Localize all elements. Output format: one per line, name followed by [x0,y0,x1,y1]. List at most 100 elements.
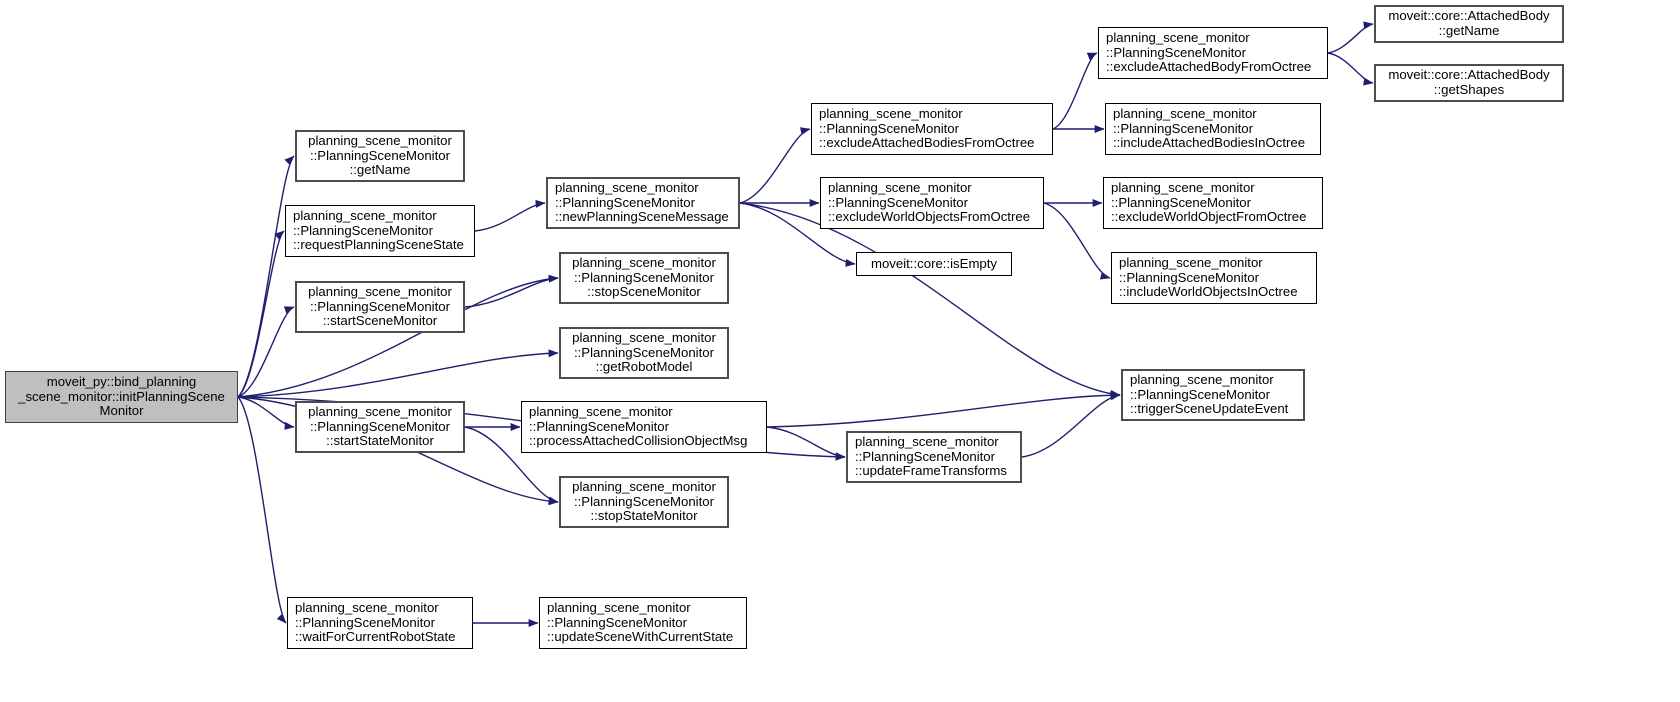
node-label-line: planning_scene_monitor [572,255,716,271]
graph-edge-new_planning_scene_message-to-exclude_attached_bodies_from_octree [739,127,811,204]
node-label-line: ::excludeWorldObjectFromOctree [1111,209,1307,225]
node-label-line: planning_scene_monitor [1130,372,1274,388]
node-label-line: ::PlanningSceneMonitor [573,344,715,360]
node-label-line: ::getRobotModel [595,359,693,375]
graph-node-start_state_monitor[interactable]: planning_scene_monitor::PlanningSceneMon… [295,401,465,453]
graph-edge-start_scene_monitor-to-stop_scene_monitor [464,274,559,308]
node-label-line: planning_scene_monitor [529,404,673,420]
node-label-line: planning_scene_monitor [855,434,999,450]
node-label-line: ::PlanningSceneMonitor [819,120,960,136]
node-label-line: moveit_py::bind_planning [46,374,197,390]
graph-edge-root-to-start_scene_monitor [237,306,295,398]
node-label-line: ::PlanningSceneMonitor [1106,44,1247,60]
node-label-line: planning_scene_monitor [1106,30,1250,46]
graph-node-exclude_world_objects_from_octree[interactable]: planning_scene_monitor::PlanningSceneMon… [820,177,1044,229]
graph-node-update_frame_transforms[interactable]: planning_scene_monitor::PlanningSceneMon… [846,431,1022,483]
graph-edge-root-to-get_name [237,155,295,398]
graph-edge-exclude_attached_bodies_from_octree-to-exclude_attached_body_from_octree [1052,52,1098,130]
node-label-line: planning_scene_monitor [293,208,437,224]
graph-node-start_scene_monitor[interactable]: planning_scene_monitor::PlanningSceneMon… [295,281,465,333]
node-label-line: _scene_monitor::initPlanningScene [18,388,225,404]
node-label-line: planning_scene_monitor [819,106,963,122]
graph-edge-request_planning_scene_state-to-new_planning_scene_message [474,199,546,232]
node-label-line: planning_scene_monitor [572,479,716,495]
node-label-line: ::processAttachedCollisionObjectMsg [529,433,748,449]
graph-edge-update_frame_transforms-to-trigger_scene_update_event [1021,392,1121,458]
graph-node-new_planning_scene_message[interactable]: planning_scene_monitor::PlanningSceneMon… [546,177,740,229]
node-label-line: ::PlanningSceneMonitor [1111,194,1252,210]
graph-node-include_world_objects_in_octree[interactable]: planning_scene_monitor::PlanningSceneMon… [1111,252,1317,304]
node-label-line: ::stopStateMonitor [590,508,698,524]
node-label-line: ::waitForCurrentRobotState [295,629,456,645]
graph-node-update_scene_with_current_state[interactable]: planning_scene_monitor::PlanningSceneMon… [539,597,747,649]
node-label-line: planning_scene_monitor [1111,180,1255,196]
graph-node-stop_scene_monitor[interactable]: planning_scene_monitor::PlanningSceneMon… [559,252,729,304]
node-label-line: ::stopSceneMonitor [587,284,701,300]
node-label-line: ::PlanningSceneMonitor [1119,269,1260,285]
graph-node-get_name[interactable]: planning_scene_monitor::PlanningSceneMon… [295,130,465,182]
graph-node-wait_for_current_robot_state[interactable]: planning_scene_monitor::PlanningSceneMon… [287,597,473,649]
graph-node-process_attached_collision_object_msg[interactable]: planning_scene_monitor::PlanningSceneMon… [521,401,767,453]
node-label-line: ::PlanningSceneMonitor [855,448,996,464]
graph-node-attached_body_get_shapes[interactable]: moveit::core::AttachedBody::getShapes [1374,64,1564,102]
graph-node-request_planning_scene_state[interactable]: planning_scene_monitor::PlanningSceneMon… [285,205,475,257]
graph-node-trigger_scene_update_event[interactable]: planning_scene_monitor::PlanningSceneMon… [1121,369,1305,421]
node-label-line: ::getName [349,162,411,178]
node-label-line: ::excludeAttachedBodiesFromOctree [819,135,1035,151]
node-label-line: ::PlanningSceneMonitor [293,222,434,238]
node-label-line: moveit::core::isEmpty [870,255,998,271]
node-label-line: planning_scene_monitor [308,404,452,420]
graph-node-root[interactable]: moveit_py::bind_planning_scene_monitor::… [5,371,238,423]
node-label-line: ::PlanningSceneMonitor [573,269,715,285]
graph-edge-new_planning_scene_message-to-trigger_scene_update_event [739,202,1121,398]
node-label-line: ::PlanningSceneMonitor [529,418,670,434]
node-label-line: ::newPlanningSceneMessage [555,209,729,225]
node-label-line: moveit::core::AttachedBody [1388,8,1550,24]
node-label-line: ::excludeWorldObjectsFromOctree [828,209,1031,225]
node-label-line: ::excludeAttachedBodyFromOctree [1106,59,1312,75]
graph-node-include_attached_bodies_in_octree[interactable]: planning_scene_monitor::PlanningSceneMon… [1105,103,1321,155]
node-label-line: planning_scene_monitor [295,600,439,616]
node-label-line: ::startStateMonitor [326,433,434,449]
graph-node-attached_body_get_name[interactable]: moveit::core::AttachedBody::getName [1374,5,1564,43]
graph-edge-process_attached_collision_object_msg-to-update_frame_transforms [766,426,846,461]
node-label-line: planning_scene_monitor [1119,255,1263,271]
graph-node-get_robot_model[interactable]: planning_scene_monitor::PlanningSceneMon… [559,327,729,379]
node-label-line: ::PlanningSceneMonitor [547,614,688,630]
node-label-line: ::PlanningSceneMonitor [309,147,451,163]
graph-node-exclude_world_object_from_octree[interactable]: planning_scene_monitor::PlanningSceneMon… [1103,177,1323,229]
node-label-line: planning_scene_monitor [547,600,691,616]
graph-edge-root-to-get_robot_model [237,349,559,398]
node-label-line: Monitor [99,403,144,419]
node-label-line: ::getShapes [1433,82,1505,97]
graph-edge-root-to-request_planning_scene_state [237,230,285,398]
node-label-line: ::includeAttachedBodiesInOctree [1113,135,1306,151]
node-label-line: ::PlanningSceneMonitor [295,614,436,630]
node-label-line: ::triggerSceneUpdateEvent [1130,401,1289,417]
node-label-line: ::PlanningSceneMonitor [828,194,969,210]
node-label-line: moveit::core::AttachedBody [1388,67,1550,83]
node-label-line: planning_scene_monitor [555,180,699,196]
node-label-line: ::PlanningSceneMonitor [309,418,451,434]
graph-edge-process_attached_collision_object_msg-to-trigger_scene_update_event [766,391,1121,428]
node-label-line: ::includeWorldObjectsInOctree [1119,284,1298,300]
graph-node-exclude_attached_body_from_octree[interactable]: planning_scene_monitor::PlanningSceneMon… [1098,27,1328,79]
graph-edge-exclude_attached_body_from_octree-to-attached_body_get_name [1327,21,1374,54]
node-label-line: planning_scene_monitor [828,180,972,196]
node-label-line: planning_scene_monitor [308,284,452,300]
node-label-line: ::PlanningSceneMonitor [573,493,715,509]
node-label-line: ::requestPlanningSceneState [293,237,464,253]
node-label-line: ::getName [1438,23,1500,38]
graph-node-stop_state_monitor[interactable]: planning_scene_monitor::PlanningSceneMon… [559,476,729,528]
graph-node-is_empty[interactable]: moveit::core::isEmpty [856,252,1012,276]
node-label-line: ::PlanningSceneMonitor [555,194,696,210]
graph-edge-exclude_world_objects_from_octree-to-include_world_objects_in_octree [1043,202,1111,280]
node-label-line: ::updateFrameTransforms [855,463,1007,479]
node-label-line: ::updateSceneWithCurrentState [547,629,734,645]
node-label-line: planning_scene_monitor [308,133,452,149]
node-label-line: ::PlanningSceneMonitor [1113,120,1254,136]
node-label-line: ::startSceneMonitor [322,313,438,329]
graph-node-exclude_attached_bodies_from_octree[interactable]: planning_scene_monitor::PlanningSceneMon… [811,103,1053,155]
node-label-line: planning_scene_monitor [1113,106,1257,122]
